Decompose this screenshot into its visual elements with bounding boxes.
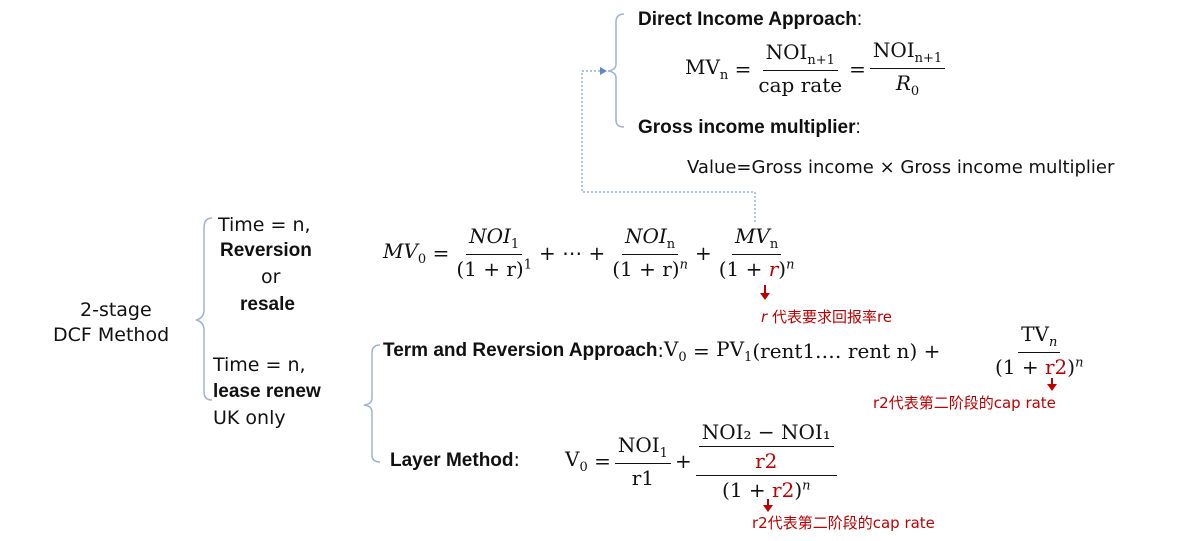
red-arrow-icon <box>1047 378 1057 391</box>
r-note: r 代表要求回报率re <box>761 308 893 326</box>
reversion-label: Reversion <box>220 240 312 261</box>
dotted-connector <box>581 70 756 222</box>
term-reversion-formula: V0 = PV1(rent1.… rent n) + <box>663 337 941 365</box>
term-reversion-fraction: TVn(1 + r2)n <box>995 322 1084 379</box>
root-bracket <box>195 217 213 401</box>
lease-renew-label: lease renew <box>213 381 321 402</box>
r2-note-layer: r2代表第二阶段的cap rate <box>752 514 935 532</box>
arrow-head-icon <box>600 67 607 75</box>
lease-bracket <box>363 344 381 463</box>
mv0-formula: MV0 = NOI1(1 + r)1 + ⋯ + NOIn(1 + r)n + … <box>383 224 795 281</box>
reversion-time: Time = n, <box>218 214 311 236</box>
r2-note-term: r2代表第二阶段的cap rate <box>873 394 1056 412</box>
layer-title: Layer Method: <box>390 449 520 471</box>
red-arrow-icon <box>763 499 773 512</box>
reversion-bracket <box>607 13 625 128</box>
direct-income-title: Direct Income Approach: <box>638 9 863 30</box>
lease-time: Time = n, <box>213 354 306 376</box>
term-reversion-row: Term and Reversion Approach: V0 = PV1(re… <box>383 337 941 365</box>
or-label: or <box>261 266 281 288</box>
red-arrow-icon <box>760 285 770 300</box>
term-reversion-title: Term and Reversion Approach <box>383 340 658 361</box>
gim-title: Gross income multiplier: <box>638 117 861 138</box>
uk-only-label: UK only <box>213 407 286 429</box>
root-label-line2: DCF Method <box>53 324 170 346</box>
gim-formula: Value=Gross income × Gross income multip… <box>687 157 1115 178</box>
root-label-line1: 2-stage <box>80 299 152 321</box>
resale-label: resale <box>240 294 295 315</box>
